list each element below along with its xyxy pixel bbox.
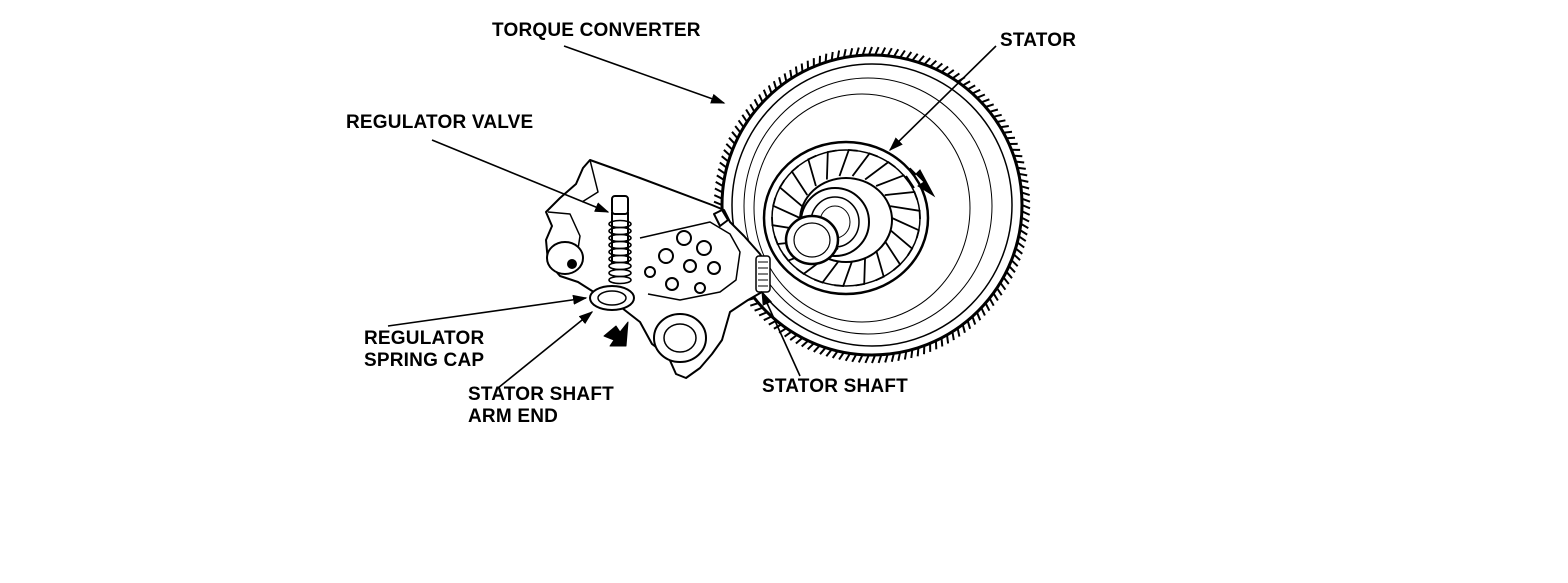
- leader-stator-shaft-arm-end: [497, 311, 594, 389]
- label-line-2: ARM END: [468, 406, 559, 427]
- label-stator-shaft-arm-end: STATOR SHAFT ARM END: [468, 384, 614, 428]
- stator-blade: [875, 174, 910, 187]
- label-line-2: SPRING CAP: [364, 350, 485, 371]
- stator-blade: [834, 259, 854, 287]
- label-text: STATOR SHAFT: [762, 376, 908, 397]
- stator-blade: [813, 259, 841, 284]
- label-text: REGULATOR VALVE: [346, 112, 534, 133]
- leader-regulator-valve: [431, 139, 610, 213]
- torque-converter: [713, 46, 1031, 364]
- leader-regulator-spring-cap: [387, 294, 588, 327]
- stator-blade: [790, 165, 809, 196]
- label-stator: STATOR: [1000, 30, 1076, 52]
- stator-blade: [826, 149, 837, 180]
- stator-blade: [875, 249, 885, 282]
- regulator-spring: [608, 219, 632, 285]
- label-regulator-spring-cap: REGULATOR SPRING CAP: [364, 328, 484, 372]
- stator-blade: [883, 240, 902, 271]
- spring-coil: [608, 275, 632, 285]
- stator-blade: [778, 179, 803, 207]
- stator-blade: [864, 160, 896, 181]
- stator-blade: [889, 205, 921, 220]
- label-text: STATOR: [1000, 30, 1077, 51]
- label-stator-shaft: STATOR SHAFT: [762, 376, 908, 398]
- label-line-1: REGULATOR: [364, 328, 485, 349]
- stator-blade: [838, 149, 858, 177]
- stator-blade: [807, 154, 817, 187]
- stator-blade: [851, 152, 879, 177]
- label-text: TORQUE CONVERTER: [492, 20, 701, 41]
- leader-stator-shaft: [761, 290, 801, 377]
- stator-blade: [891, 217, 920, 239]
- leader-lines: [387, 45, 997, 389]
- label-torque-converter: TORQUE CONVERTER: [492, 20, 701, 42]
- leader-stator: [888, 45, 997, 152]
- stator-blade: [772, 197, 801, 219]
- label-regulator-valve: REGULATOR VALVE: [346, 112, 533, 134]
- stator-blade: [889, 229, 914, 257]
- stator-blade: [855, 256, 866, 287]
- leader-torque-converter: [563, 45, 726, 104]
- oil-pump-assembly: [545, 159, 771, 379]
- label-line-1: STATOR SHAFT: [468, 384, 614, 405]
- stator-blade: [884, 191, 919, 201]
